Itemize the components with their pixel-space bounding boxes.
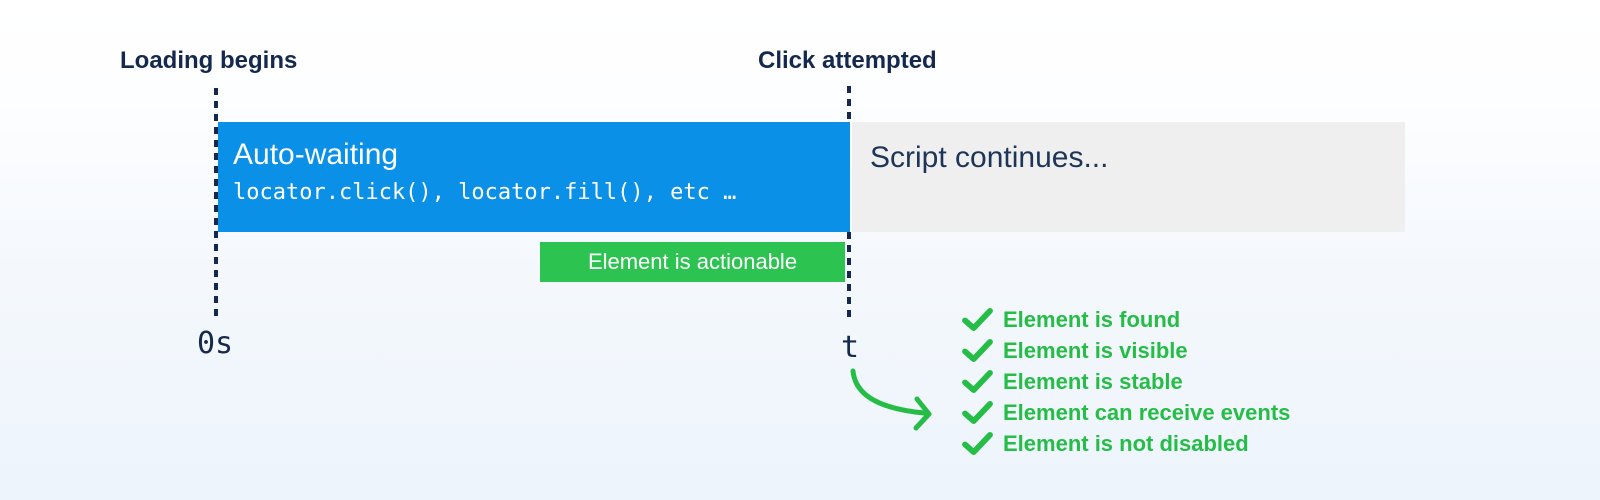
- checklist-item: Element is not disabled: [962, 428, 1290, 459]
- checklist-item-label: Element can receive events: [1003, 399, 1291, 425]
- check-icon: [962, 400, 993, 425]
- timeline-end-dashed-line-top: [847, 86, 851, 122]
- auto-waiting-bar: Auto-waiting locator.click(), locator.fi…: [218, 122, 850, 232]
- auto-waiting-title: Auto-waiting: [233, 138, 399, 171]
- check-icon: [962, 431, 993, 456]
- checklist-item: Element can receive events: [962, 397, 1290, 428]
- checklist-item-label: Element is stable: [1003, 368, 1183, 394]
- checklist-item-label: Element is not disabled: [1003, 430, 1249, 456]
- timeline-start-dashed-line: [214, 88, 218, 318]
- script-continues-title: Script continues...: [870, 141, 1109, 174]
- timeline-end-dashed-line-bottom: [847, 232, 851, 318]
- checklist-item-label: Element is visible: [1003, 337, 1188, 363]
- check-icon: [962, 307, 993, 332]
- curved-arrow-icon: [850, 368, 932, 431]
- checklist-item: Element is stable: [962, 366, 1290, 397]
- check-icon: [962, 338, 993, 363]
- checklist-item: Element is found: [962, 304, 1290, 335]
- check-icon: [962, 369, 993, 394]
- checklist-item-label: Element is found: [1003, 306, 1181, 332]
- tick-0s: 0s: [197, 326, 234, 361]
- element-actionable-badge: Element is actionable: [540, 242, 845, 282]
- click-attempted-label: Click attempted: [758, 47, 937, 74]
- loading-begins-label: Loading begins: [120, 47, 298, 74]
- script-continues-bar: Script continues...: [852, 122, 1405, 232]
- auto-waiting-code: locator.click(), locator.fill(), etc …: [233, 180, 737, 205]
- checklist-item: Element is visible: [962, 335, 1290, 366]
- tick-t: t: [841, 330, 860, 365]
